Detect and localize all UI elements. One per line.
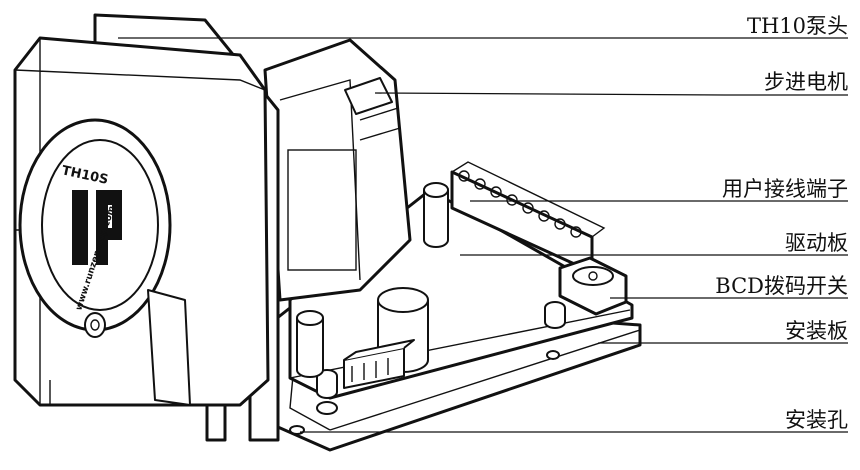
standoff-right	[544, 301, 566, 329]
wire-connector	[343, 339, 415, 389]
label-stepper-motor: 步进电机	[764, 70, 848, 94]
label-pump-head: TH10泵头	[747, 14, 848, 38]
pump-head: TH10S www.runzepump.com	[13, 36, 270, 407]
brand-logo	[72, 190, 122, 265]
label-driver-board: 驱动板	[785, 231, 848, 255]
standoff-front	[316, 369, 338, 415]
small-capacitor-back	[423, 182, 449, 248]
front-screw	[84, 312, 106, 338]
small-capacitor-left	[296, 310, 324, 378]
label-mount-plate: 安装板	[785, 319, 848, 343]
label-bcd-switch: BCD拨码开关	[715, 274, 848, 298]
bcd-switch	[558, 256, 628, 316]
mount-hole	[289, 425, 305, 435]
label-user-terminal: 用户接线端子	[722, 177, 848, 201]
stepper-motor	[263, 38, 412, 302]
label-mount-hole: 安装孔	[785, 408, 848, 432]
leader-lines	[118, 37, 848, 433]
